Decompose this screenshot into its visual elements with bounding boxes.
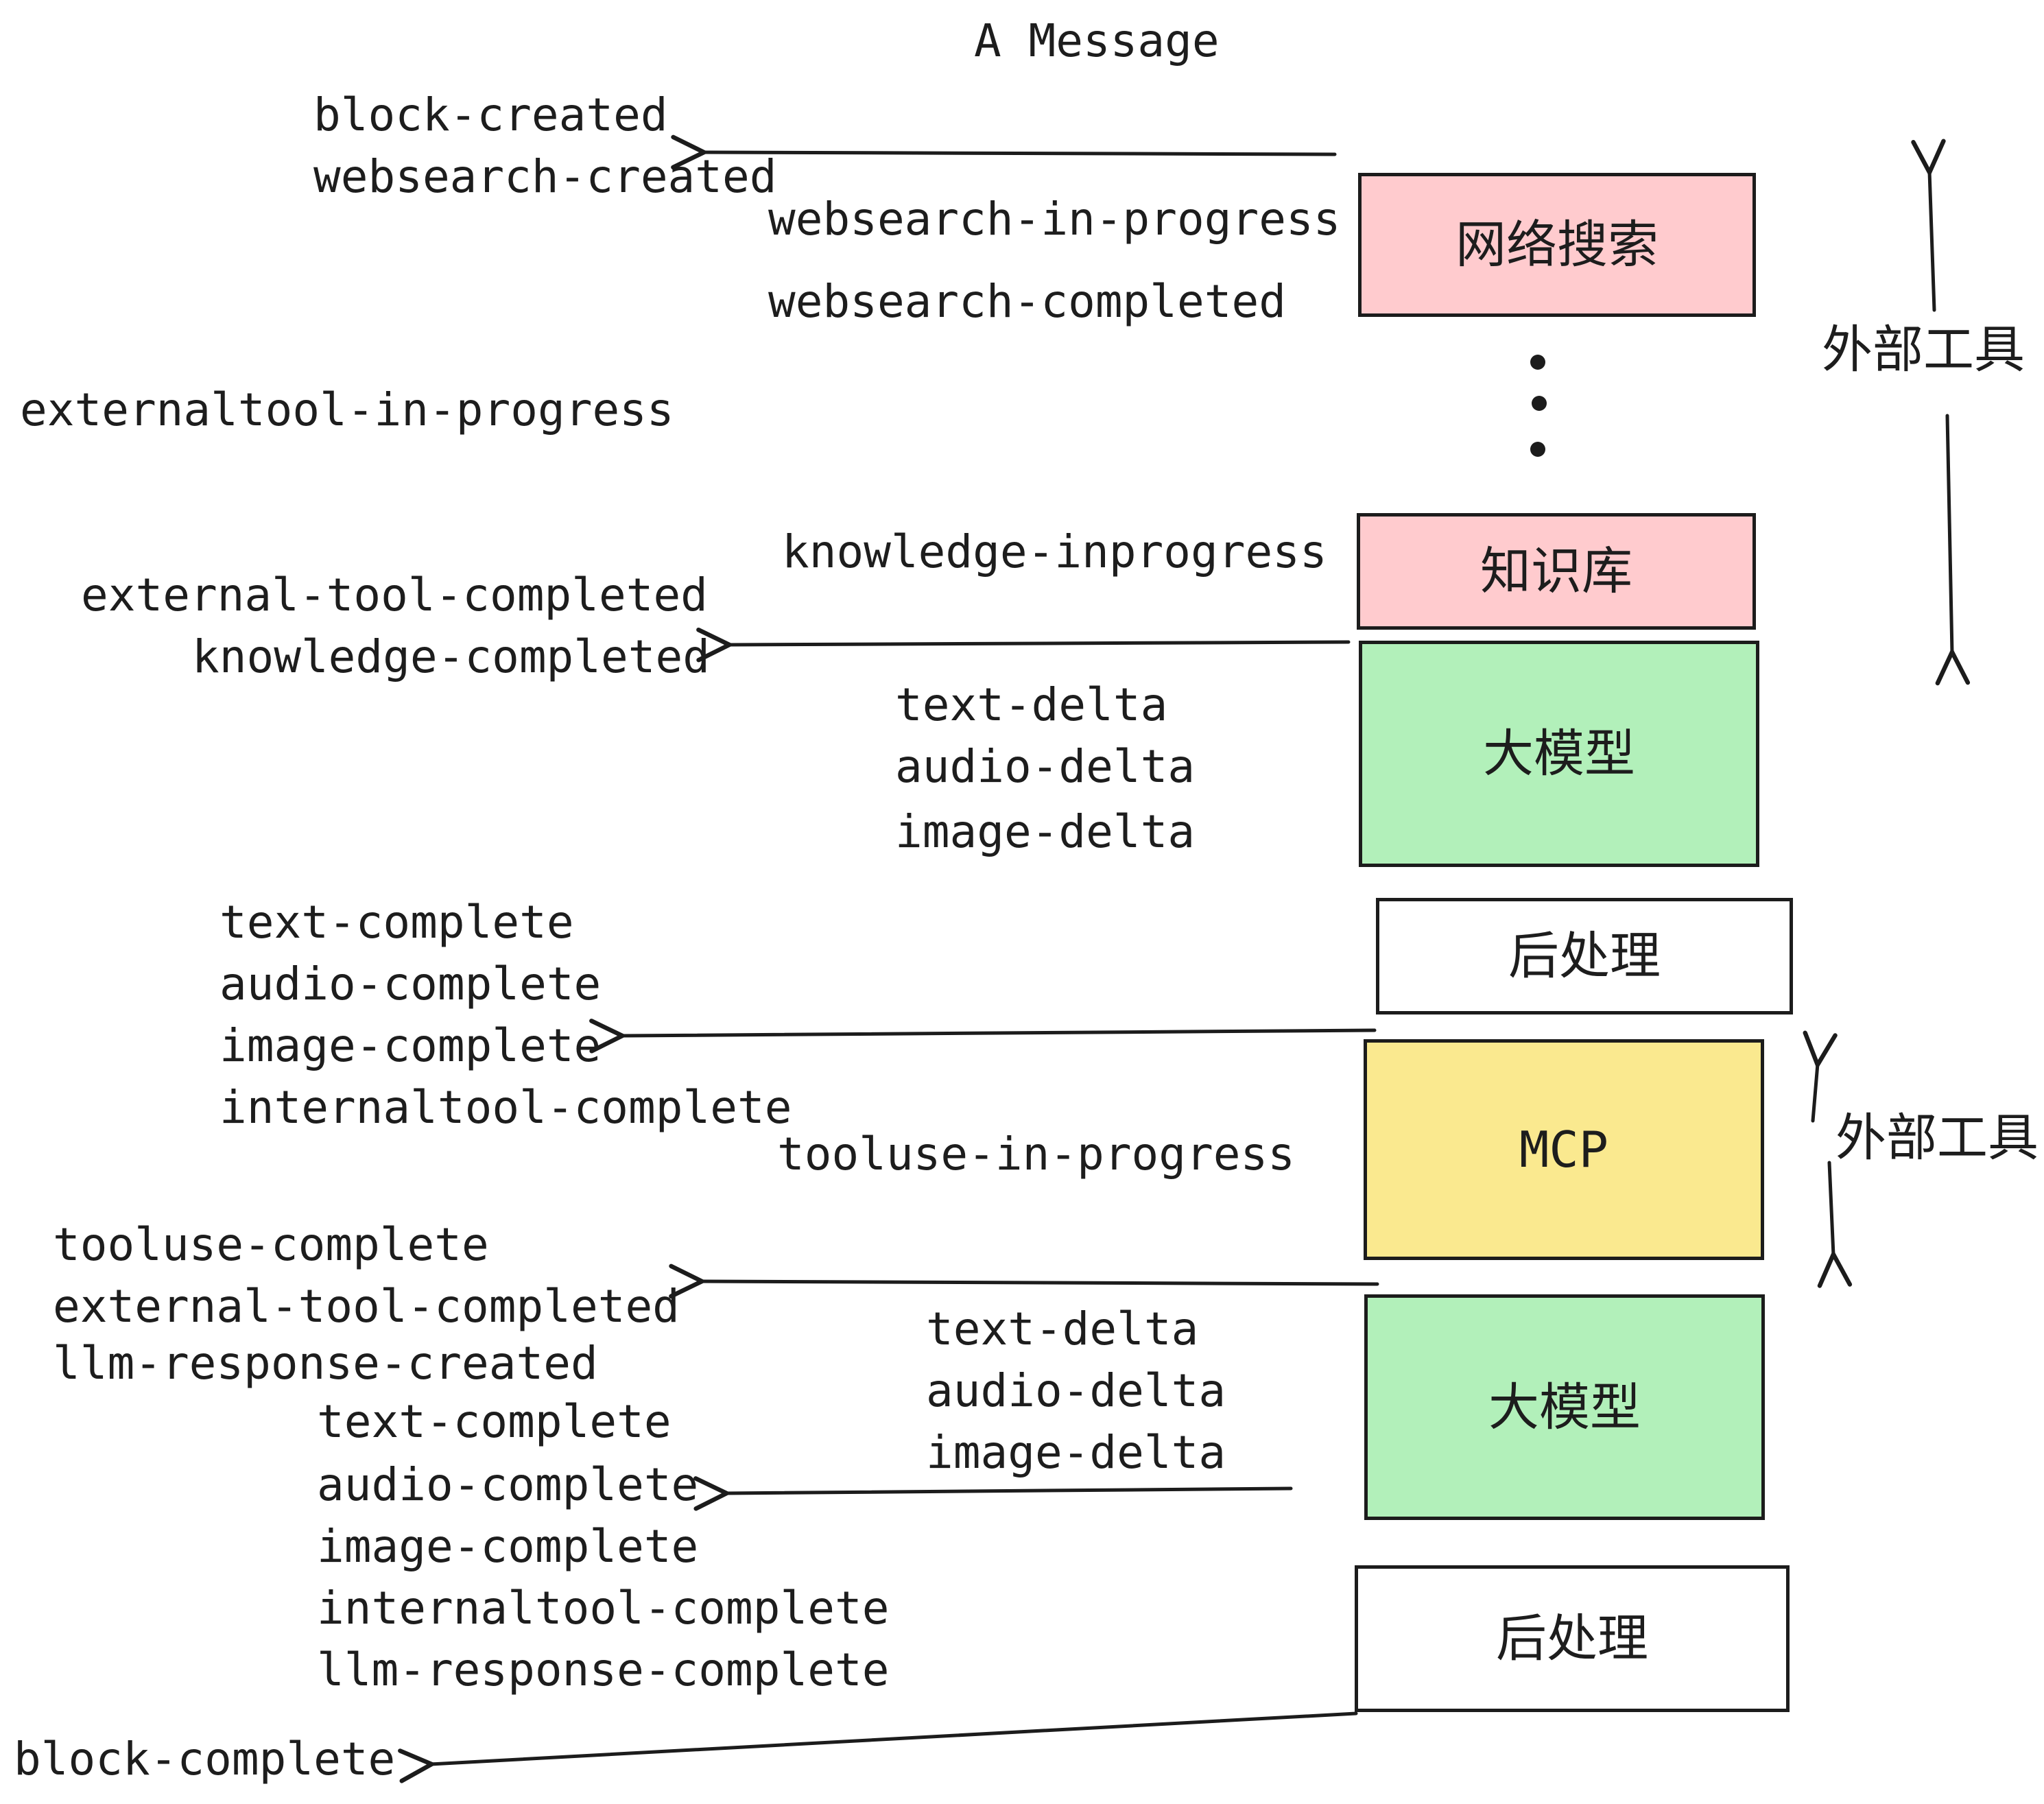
external-tools-up-arrow-1 <box>1929 171 1934 312</box>
box-postprocess-2-label: 后处理 <box>1496 1610 1648 1667</box>
box-llm-1-label: 大模型 <box>1483 725 1635 782</box>
arrow-to-block-created <box>703 152 1337 154</box>
side-label-external-tools-1: 外部工具 <box>1822 321 2025 378</box>
event-websearch-completed: websearch-completed <box>768 275 1286 328</box>
event-audio-complete-2: audio-complete <box>317 1458 699 1511</box>
arrow-to-image-complete <box>621 1030 1377 1036</box>
event-text-complete-2: text-complete <box>317 1395 672 1448</box>
event-llm-response-created: llm-response-created <box>53 1337 598 1390</box>
event-tooluse-complete: tooluse-complete <box>53 1218 489 1271</box>
external-tools-down-arrow-2 <box>1829 1161 1833 1255</box>
event-internaltool-complete-2: internaltool-complete <box>317 1582 890 1635</box>
event-text-delta-1: text-delta <box>895 678 1168 731</box>
box-mcp: MCP <box>1364 1039 1764 1260</box>
event-llm-response-complete: llm-response-complete <box>317 1643 890 1696</box>
external-tools-up-arrow-2 <box>1813 1064 1818 1123</box>
box-knowledge: 知识库 <box>1357 513 1756 630</box>
event-text-complete-1: text-complete <box>219 896 574 949</box>
box-llm-2: 大模型 <box>1364 1294 1765 1520</box>
box-postprocess-2: 后处理 <box>1355 1565 1790 1712</box>
event-audio-complete-1: audio-complete <box>219 958 602 1010</box>
event-text-delta-2: text-delta <box>926 1303 1199 1355</box>
event-image-delta-2: image-delta <box>926 1426 1226 1479</box>
box-mcp-label: MCP <box>1519 1121 1609 1178</box>
event-external-tool-completed-2: external-tool-completed <box>53 1280 680 1333</box>
event-tooluse-in-progress: tooluse-in-progress <box>777 1128 1295 1180</box>
event-externaltool-in-progress: externaltool-in-progress <box>20 383 674 436</box>
event-block-created: block-created <box>313 88 668 141</box>
event-audio-delta-1: audio-delta <box>895 740 1196 793</box>
box-llm-1: 大模型 <box>1359 641 1759 867</box>
event-websearch-created: websearch-created <box>313 150 777 203</box>
event-image-complete-1: image-complete <box>219 1019 602 1072</box>
box-websearch-label: 网络搜索 <box>1455 216 1659 273</box>
page-title: A Message <box>974 14 1220 67</box>
ellipsis-dots <box>1530 355 1547 457</box>
event-external-tool-completed-1: external-tool-completed <box>81 569 708 621</box>
box-websearch: 网络搜索 <box>1358 173 1756 317</box>
event-internaltool-complete-1: internaltool-complete <box>219 1081 792 1134</box>
box-postprocess-1: 后处理 <box>1376 898 1793 1014</box>
event-knowledge-completed: knowledge-completed <box>192 630 710 683</box>
arrow-to-tooluse-complete <box>701 1281 1379 1284</box>
arrow-to-block-complete <box>431 1711 1358 1764</box>
event-block-complete: block-complete <box>14 1733 396 1785</box>
box-knowledge-label: 知识库 <box>1480 543 1632 600</box>
event-image-delta-1: image-delta <box>895 805 1196 858</box>
box-postprocess-1-label: 后处理 <box>1508 927 1661 984</box>
event-image-complete-2: image-complete <box>317 1520 699 1573</box>
arrow-to-knowledge-completed <box>728 642 1351 645</box>
box-llm-2-label: 大模型 <box>1488 1378 1641 1436</box>
event-websearch-in-progress: websearch-in-progress <box>768 193 1341 246</box>
side-label-external-tools-2: 外部工具 <box>1835 1109 2039 1166</box>
event-audio-delta-2: audio-delta <box>926 1364 1226 1417</box>
arrow-to-audio-complete <box>726 1488 1293 1493</box>
external-tools-down-arrow-1 <box>1947 414 1952 653</box>
event-knowledge-inprogress: knowledge-inprogress <box>782 525 1327 578</box>
